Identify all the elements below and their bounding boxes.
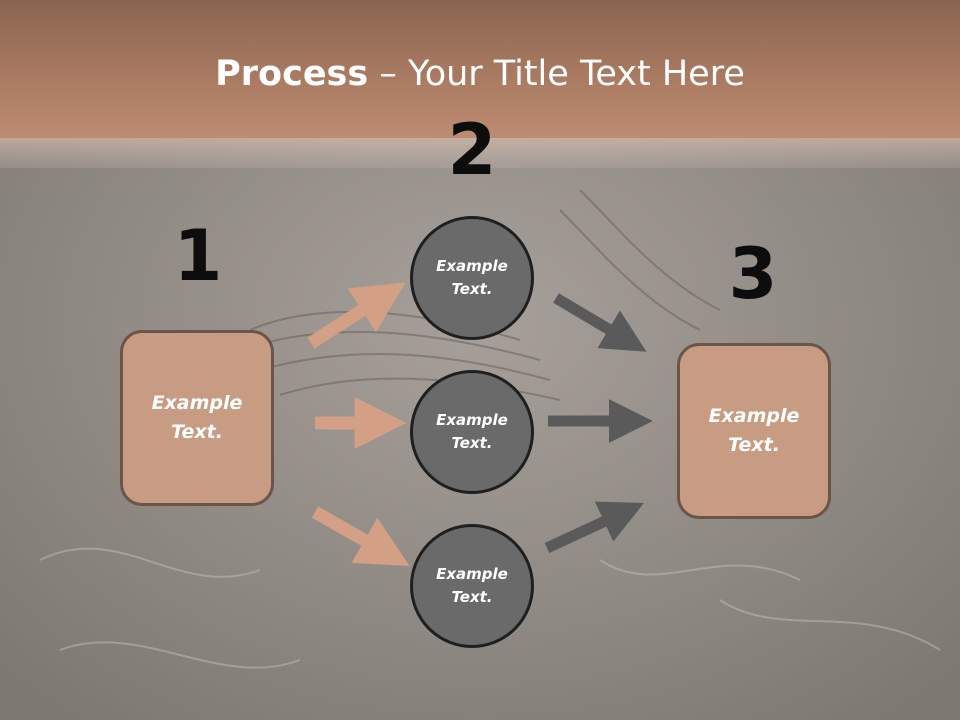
step-number-3: 3	[728, 233, 778, 315]
step-3-box-text: Example Text.	[708, 405, 800, 456]
step-number-2: 2	[447, 109, 497, 191]
step-2-circle-bottom[interactable]: Example Text.	[410, 524, 534, 648]
step-2-circle-middle[interactable]: Example Text.	[410, 370, 534, 494]
arrow-left-upper	[307, 282, 406, 349]
arrow-left-lower	[311, 506, 410, 567]
title-strong: Process	[215, 54, 369, 94]
step-2-circle-top[interactable]: Example Text.	[410, 216, 534, 340]
arrow-right-lower	[544, 501, 644, 553]
step-1-box[interactable]: Example Text.	[120, 330, 274, 506]
circle-middle-text: Example Text.	[436, 411, 508, 452]
circle-bottom-text: Example Text.	[436, 565, 508, 606]
title-bar	[0, 0, 960, 138]
step-number-1: 1	[173, 215, 223, 297]
arrow-right-upper	[553, 293, 647, 352]
step-3-box[interactable]: Example Text.	[677, 343, 831, 519]
page-title: Process – Your Title Text Here	[0, 52, 960, 96]
title-bar-shadow	[0, 138, 960, 168]
circle-top-text: Example Text.	[436, 257, 508, 298]
title-rest: – Your Title Text Here	[368, 54, 745, 94]
step-1-box-text: Example Text.	[151, 392, 243, 443]
